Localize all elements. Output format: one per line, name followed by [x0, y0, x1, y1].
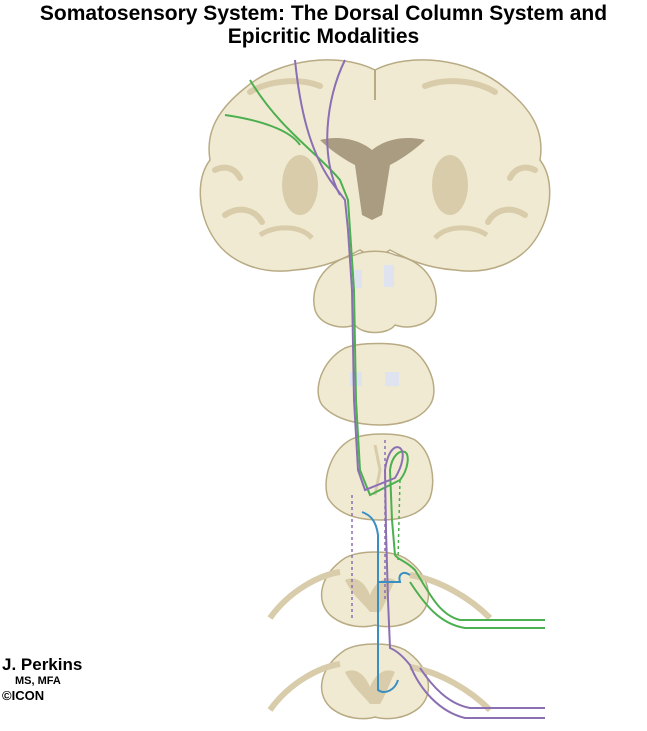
spinal-cord-upper — [267, 551, 493, 628]
medulla-midline — [373, 444, 382, 496]
green-pathway-cortex — [224, 114, 301, 146]
spinal-cord-lower — [267, 643, 493, 720]
author-degrees: MS, MFA — [15, 675, 61, 687]
brain-coronal-section — [199, 59, 551, 272]
nerve-root-left-lower — [267, 661, 341, 712]
dashed-green — [397, 479, 401, 561]
nerve-root-left-upper — [267, 569, 341, 620]
green-pathway-branch — [409, 581, 545, 629]
green-pathway — [249, 79, 545, 621]
purple-pathway-cortex — [326, 59, 346, 196]
gray-matter-upper — [345, 578, 395, 612]
author-name: J. Perkins — [2, 655, 83, 674]
dashed-pathways — [351, 440, 401, 620]
hippocampus — [258, 225, 489, 240]
right-basal-ganglia — [432, 155, 468, 215]
pons-section — [317, 342, 435, 426]
blue-pathway — [361, 511, 411, 693]
nerve-root-right-lower — [409, 664, 493, 713]
lateral-ventricles — [320, 138, 425, 220]
midbrain-section — [313, 250, 437, 334]
midbrain-nucleus-right — [384, 265, 394, 287]
pons-nucleus-right — [385, 372, 399, 386]
gray-matter-lower — [345, 670, 395, 704]
title-line-1: Somatosensory System: The Dorsal Column … — [39, 2, 608, 25]
diagram-title: Somatosensory System: The Dorsal Column … — [0, 2, 647, 48]
medulla-section — [325, 433, 434, 521]
dorsal-column-pathways — [224, 59, 545, 719]
purple-pathway — [294, 59, 545, 719]
publisher-logo: ©ICON — [2, 688, 45, 703]
midbrain-nucleus-left — [352, 270, 362, 288]
author-credit: J. Perkins MS, MFA ©ICON — [2, 655, 82, 704]
title-line-2: Epicritic Modalities — [227, 25, 420, 48]
cortical-gyri — [212, 78, 538, 225]
left-basal-ganglia — [282, 155, 318, 215]
midbrain — [313, 250, 437, 334]
pons — [317, 342, 435, 426]
purple-pathway-branch — [419, 667, 545, 709]
